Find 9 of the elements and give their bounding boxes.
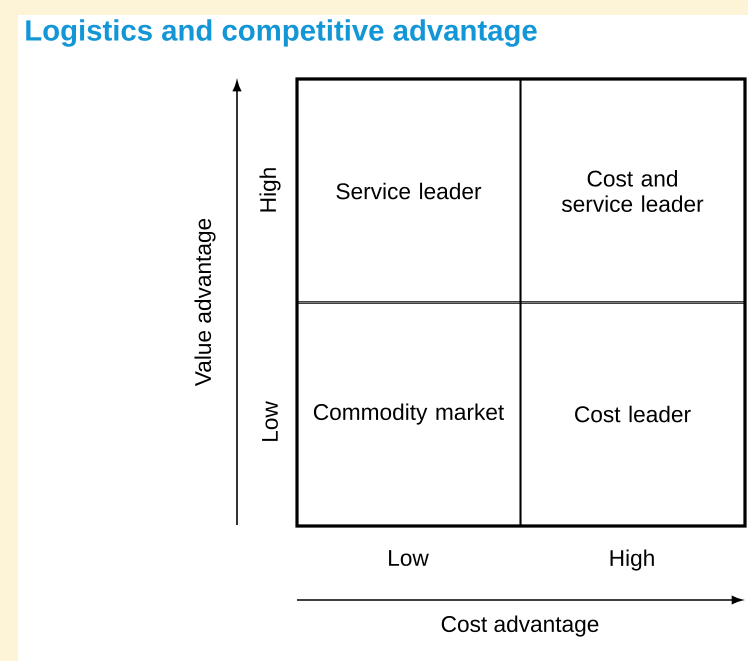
quadrant-cell: Commodity market [296,301,521,527]
axis-label: High [610,549,654,571]
axis-title: Cost advantage [442,615,598,637]
quadrant-cell: Cost and service leader [520,78,745,304]
quadrant-cell: Cost leader [520,301,745,527]
axis-title: Value advantage [194,218,216,386]
title: Logistics and competitive advantage [26,19,537,47]
quadrant-cell: Service leader [296,78,521,304]
axis-label: Low [389,550,429,566]
